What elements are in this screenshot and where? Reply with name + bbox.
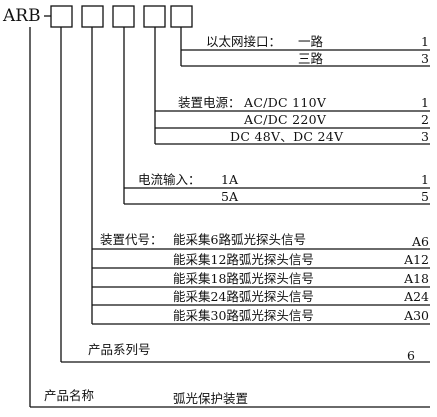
series-label: 产品系列号	[88, 342, 151, 357]
power-option-code: 1	[421, 95, 429, 110]
device-code-option-code: A30	[404, 308, 429, 323]
power-option-desc: DC 48V、DC 24V	[230, 129, 344, 144]
current-option-code: 5	[421, 189, 429, 204]
device-code-option-desc: 能采集6路弧光探头信号	[173, 232, 306, 247]
device-code-option-code: A18	[404, 271, 429, 286]
power-option-code: 2	[421, 112, 429, 127]
power-option-desc: AC/DC 220V	[244, 112, 327, 127]
interface-label: 以太网接口：	[206, 34, 282, 49]
interface-option-code: 1	[421, 34, 429, 49]
power-option-desc: AC/DC 110V	[244, 95, 327, 110]
interface-option-desc: 三路	[298, 51, 324, 66]
device-code-option-desc: 能采集24路弧光探头信号	[173, 289, 314, 304]
interface-option-code: 3	[421, 51, 429, 66]
power-option-code: 3	[421, 129, 429, 144]
model-prefix: ARB	[3, 6, 41, 26]
current-option-desc: 1A	[221, 172, 238, 187]
code-box-1	[50, 5, 73, 28]
device-code-option-desc: 能采集30路弧光探头信号	[173, 308, 314, 323]
code-box-4	[143, 5, 166, 28]
device-code-option-desc: 能采集18路弧光探头信号	[173, 271, 314, 286]
product-label: 产品名称	[44, 388, 95, 403]
series-code: 6	[407, 348, 415, 363]
power-label: 装置电源：	[178, 95, 241, 110]
current-option-code: 1	[421, 172, 429, 187]
device-code-option-code: A12	[404, 252, 429, 267]
current-option-desc: 5A	[221, 189, 238, 204]
code-box-5	[170, 5, 193, 28]
code-box-3	[112, 5, 135, 28]
device-code-option-code: A6	[412, 234, 429, 249]
code-box-2	[81, 5, 104, 28]
device-code-option-code: A24	[404, 289, 429, 304]
device-code-label: 装置代号：	[100, 232, 163, 247]
interface-option-desc: 一路	[298, 34, 324, 49]
current-label: 电流输入：	[138, 172, 201, 187]
product-value: 弧光保护装置	[173, 391, 249, 406]
device-code-option-desc: 能采集12路弧光探头信号	[173, 252, 314, 267]
